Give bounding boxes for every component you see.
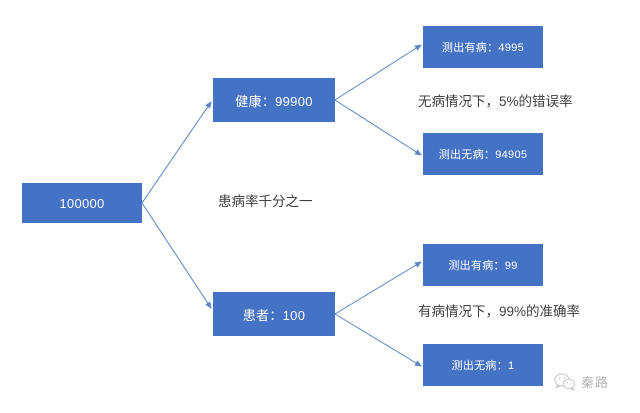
annotation-prevalence: 患病率千分之一 <box>218 194 313 209</box>
node-healthy-tested-negative[interactable]: 测出无病：94905 <box>423 133 543 175</box>
node-total-population[interactable]: 100000 <box>22 183 142 223</box>
edge-sick-to-positive <box>334 261 422 315</box>
watermark: 秦路 <box>554 372 609 391</box>
node-sick[interactable]: 患者：100 <box>213 292 335 336</box>
node-sick-tested-negative[interactable]: 测出无病：1 <box>423 344 543 386</box>
annotation-false-positive-rate: 无病情况下，5%的错误率 <box>418 94 573 109</box>
edge-sick-to-negative <box>334 313 422 367</box>
node-healthy-tested-positive[interactable]: 测出有病：4995 <box>423 26 543 68</box>
node-sick-tested-positive[interactable]: 测出有病：99 <box>423 244 543 286</box>
edge-healthy-to-negative <box>334 99 422 156</box>
edge-healthy-to-positive <box>334 44 422 101</box>
node-healthy[interactable]: 健康：99900 <box>213 78 335 122</box>
edge-root-to-sick <box>141 202 212 309</box>
wechat-icon <box>554 373 576 391</box>
annotation-true-positive-rate: 有病情况下，99%的准确率 <box>418 304 581 319</box>
watermark-text: 秦路 <box>581 375 610 390</box>
edge-root-to-healthy <box>141 101 212 204</box>
